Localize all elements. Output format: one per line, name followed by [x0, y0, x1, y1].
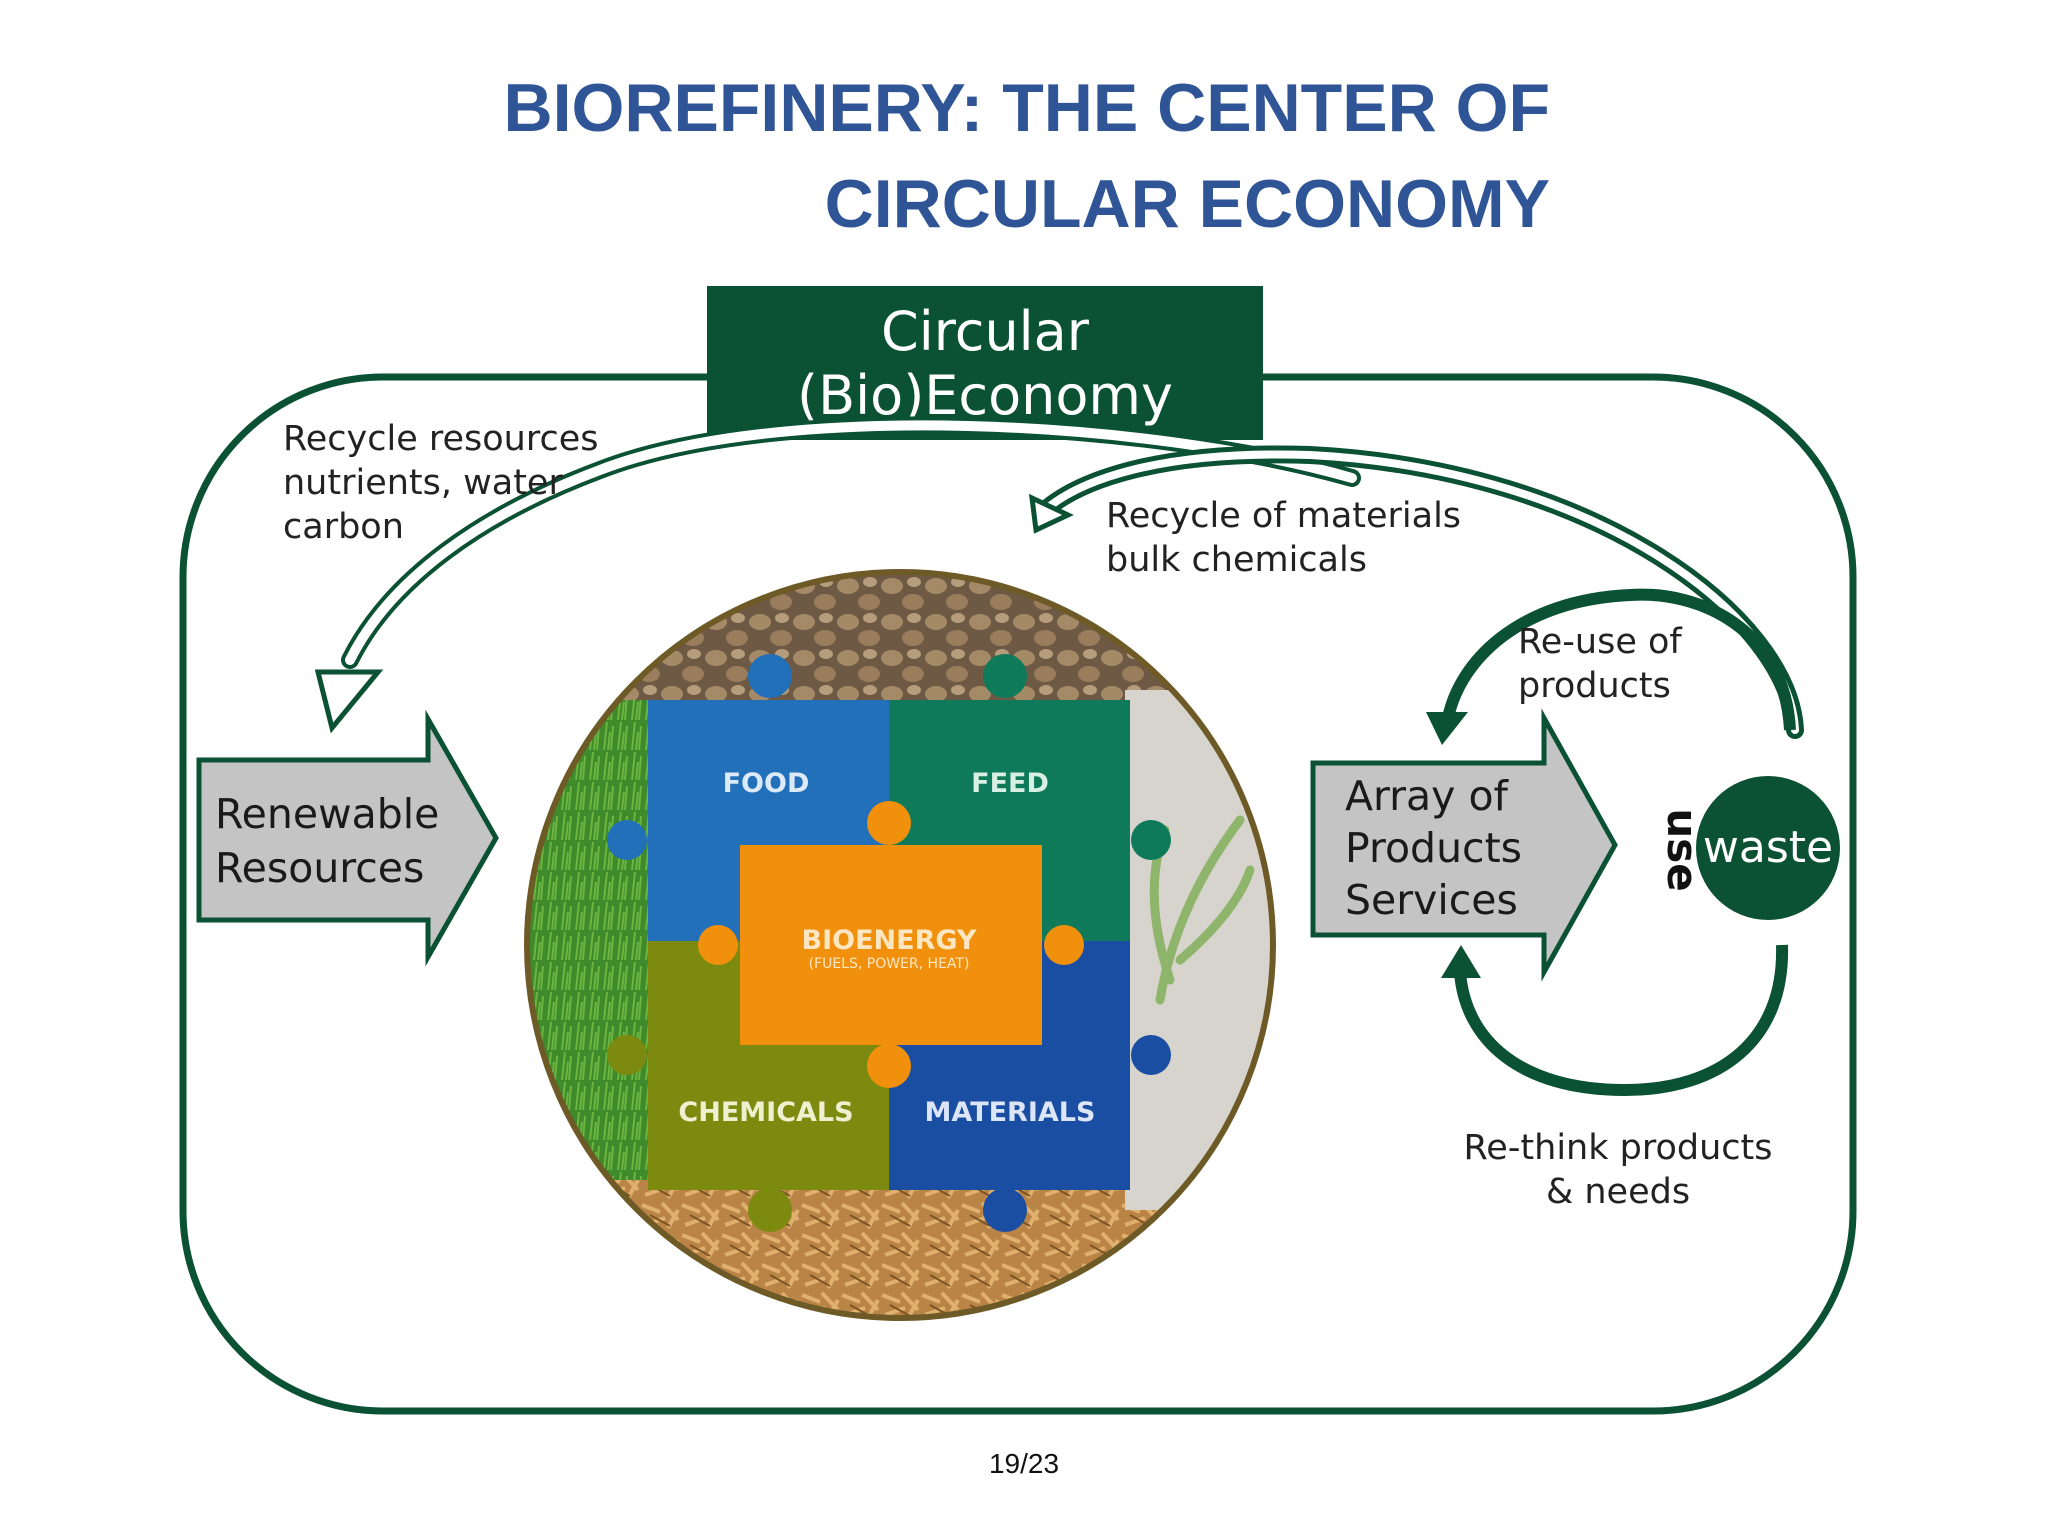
bioenergy-label: BIOENERGY: [802, 925, 977, 956]
recycle-resources-line-2: nutrients, water: [283, 463, 563, 503]
reuse-line-2: products: [1518, 666, 1671, 706]
recycle-resources-line-3: carbon: [283, 507, 404, 547]
reuse-arrow: [1442, 588, 1796, 731]
array-line-2: Products: [1345, 824, 1522, 872]
waste-circle: [1696, 776, 1840, 920]
algae-photo: [1125, 690, 1272, 1210]
recycle-resources-line-1: Recycle resources: [283, 419, 598, 459]
page-number: 19/23: [988, 1448, 1060, 1479]
renewable-line-1: Renewable: [215, 790, 439, 838]
piece-bioenergy: [740, 845, 1042, 1045]
reuse-arrowhead: [1426, 712, 1468, 745]
recycle-materials-arrowhead: [1028, 493, 1074, 534]
array-line-3: Services: [1345, 876, 1518, 924]
reuse-line-1: Re-use of: [1518, 622, 1682, 662]
renewable-resources-arrow: [196, 709, 499, 967]
title-line-2: CIRCULAR ECONOMY: [824, 166, 1550, 242]
bioenergy-sublabel: (FUELS, POWER, HEAT): [809, 956, 970, 972]
header-line-2: (Bio)Economy: [797, 364, 1173, 427]
rethink-line-1: Re-think products: [1464, 1128, 1773, 1168]
recycle-materials-line-1: Recycle of materials: [1106, 496, 1461, 536]
chemicals-label: CHEMICALS: [678, 1097, 853, 1128]
recycle-resources-arrowhead: [314, 669, 384, 734]
renewable-line-2: Resources: [215, 844, 424, 892]
slide-title: BIOREFINERY: THE CENTER OF CIRCULAR ECON…: [0, 60, 1550, 252]
array-line-1: Array of: [1345, 772, 1510, 820]
header-line-1: Circular: [881, 300, 1090, 363]
rethink-arrowhead: [1441, 945, 1481, 978]
title-line-1: BIOREFINERY: THE CENTER OF: [503, 70, 1550, 146]
array-products-arrow: [1310, 708, 1618, 982]
grass-photo: [528, 700, 655, 1220]
header-box: [707, 286, 1263, 440]
rethink-line-2: & needs: [1546, 1172, 1690, 1212]
recycle-materials-line-2: bulk chemicals: [1106, 540, 1367, 580]
food-label: FOOD: [723, 768, 810, 799]
circle-border: [524, 569, 1276, 1321]
waste-label: waste: [1703, 822, 1833, 873]
feed-label: FEED: [971, 768, 1049, 799]
rethink-arrow: [1454, 944, 1789, 1097]
materials-label: MATERIALS: [925, 1097, 1096, 1128]
